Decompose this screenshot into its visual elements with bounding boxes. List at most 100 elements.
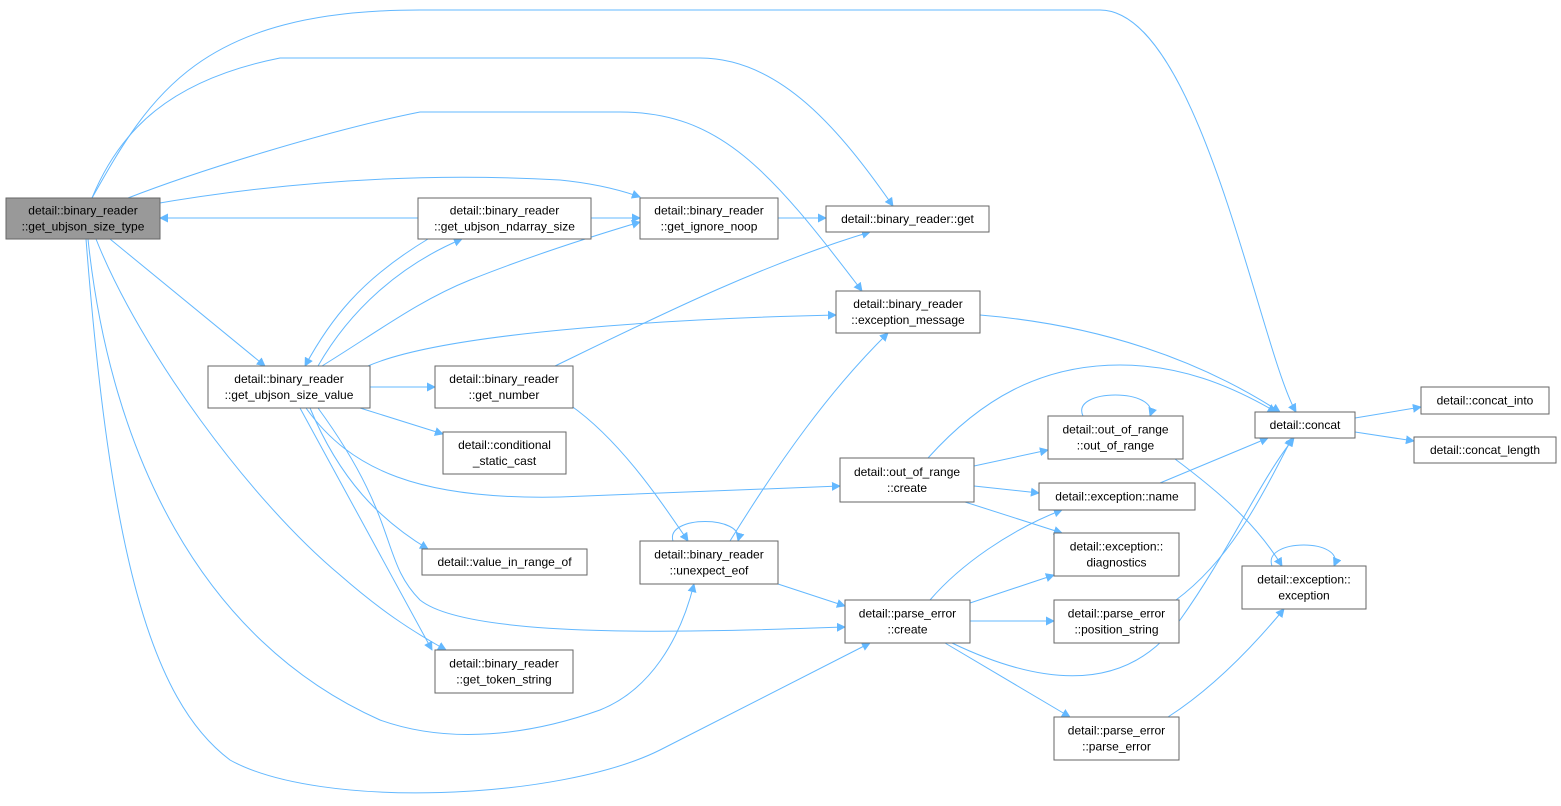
node-box <box>639 540 779 585</box>
node-exception_ctor[interactable]: detail::exception::exception <box>1241 565 1367 610</box>
node-out_of_range_create[interactable]: detail::out_of_range::create <box>839 457 975 503</box>
node-box <box>839 457 975 503</box>
edge-get_ubjson_size_type-to-get_ignore_noop <box>147 176 641 206</box>
node-label-line: ::create <box>887 623 927 637</box>
node-label-line: ::get_ignore_noop <box>661 220 758 234</box>
node-box <box>844 599 971 644</box>
edge-exception_message-to-concat <box>979 314 1281 413</box>
edge-get_ubjson_size_value-to-get_ubjson_ndarray_size <box>317 237 463 367</box>
node-label-line: ::get_token_string <box>456 673 551 687</box>
node-box <box>1047 415 1184 460</box>
edge-get_ubjson_size_value-to-exception_message <box>367 310 837 367</box>
node-label-line: ::exception_message <box>851 313 965 327</box>
node-unexpect_eof[interactable]: detail::binary_reader::unexpect_eof <box>639 540 779 585</box>
node-box <box>5 197 161 240</box>
edge-layer <box>85 9 1422 794</box>
node-concat_length[interactable]: detail::concat_length <box>1413 436 1557 464</box>
edge-position_string-to-concat <box>1175 437 1293 601</box>
edge-out_of_range_create-to-exception_diagnostics <box>964 501 1063 535</box>
node-label-line: detail::out_of_range <box>1062 423 1168 437</box>
node-parse_error_create[interactable]: detail::parse_error::create <box>844 599 971 644</box>
node-box <box>825 205 990 233</box>
node-get_number[interactable]: detail::binary_reader::get_number <box>434 365 574 409</box>
node-label-line: detail::binary_reader <box>28 204 137 218</box>
node-label-line: ::parse_error <box>1082 740 1151 754</box>
edge-unexpect_eof-to-unexpect_eof <box>672 521 745 542</box>
node-label-line: detail::exception:: <box>1070 540 1163 554</box>
edge-concat-to-concat_into <box>1354 403 1422 419</box>
edge-get_ubjson_size_type-to-exception_message <box>127 111 863 292</box>
edge-get_ubjson_size_type-to-get <box>91 57 894 207</box>
node-box <box>1254 411 1356 439</box>
edge-get_number-to-unexpect_eof <box>569 404 689 542</box>
node-box <box>1420 386 1550 415</box>
node-label-line: ::get_number <box>469 388 540 402</box>
edge-unexpect_eof-to-exception_message <box>729 332 889 542</box>
node-label-line: detail::binary_reader::get <box>841 212 974 226</box>
edge-get_ubjson_size_value-to-conditional_static_cast <box>359 407 444 436</box>
node-box <box>434 649 574 694</box>
node-get_ubjson_size_value[interactable]: detail::binary_reader::get_ubjson_size_v… <box>207 365 371 409</box>
edge-out_of_range_create-to-out_of_range_ctor <box>973 447 1049 467</box>
edge-get_ubjson_size_type-to-get_ubjson_size_value <box>109 238 266 367</box>
node-label-line: _static_cast <box>472 454 537 468</box>
edge-get_ubjson_size_value-to-get_token_string <box>299 407 433 651</box>
edge-parse_error_ctor-to-exception_ctor <box>1167 608 1285 718</box>
node-concat[interactable]: detail::concat <box>1254 411 1356 439</box>
node-position_string[interactable]: detail::parse_error::position_string <box>1053 599 1180 644</box>
edge-parse_error_create-to-exception_name <box>929 508 1063 601</box>
edge-parse_error_create-to-concat <box>951 437 1295 677</box>
edge-parse_error_create-to-exception_diagnostics <box>969 573 1055 604</box>
node-parse_error_ctor[interactable]: detail::parse_error::parse_error <box>1053 716 1180 761</box>
node-conditional_static_cast[interactable]: detail::conditional_static_cast <box>442 431 567 475</box>
node-get_ubjson_ndarray_size[interactable]: detail::binary_reader::get_ubjson_ndarra… <box>417 197 592 240</box>
node-box <box>417 197 592 240</box>
node-box <box>421 548 588 576</box>
edge-get_ubjson_size_type-to-concat <box>91 9 1297 413</box>
edge-out_of_range_create-to-exception_name <box>973 485 1040 497</box>
node-label-line: detail::conditional <box>458 438 551 452</box>
edge-get_ubjson_size_value-to-value_in_range_of <box>309 407 429 550</box>
node-out_of_range_ctor[interactable]: detail::out_of_range::out_of_range <box>1047 415 1184 460</box>
edge-get_ubjson_size_value-to-get_ignore_noop <box>321 220 641 367</box>
node-label-line: detail::parse_error <box>1068 607 1165 621</box>
node-get[interactable]: detail::binary_reader::get <box>825 205 990 233</box>
node-label-line: detail::parse_error <box>1068 724 1165 738</box>
node-label-line: ::get_ubjson_ndarray_size <box>434 220 575 234</box>
node-label-line: ::unexpect_eof <box>670 564 749 578</box>
edge-exception_name-to-concat <box>1159 436 1269 484</box>
node-label-line: detail::binary_reader <box>853 297 962 311</box>
node-box <box>1053 599 1180 644</box>
node-box <box>1413 436 1557 464</box>
node-exception_message[interactable]: detail::binary_reader::exception_message <box>835 290 981 334</box>
edge-out_of_range_create-to-concat <box>927 364 1277 459</box>
node-box <box>1053 716 1180 761</box>
node-box <box>442 431 567 475</box>
edge-out_of_range_ctor-to-exception_ctor <box>1174 458 1283 567</box>
node-label-line: ::position_string <box>1074 623 1158 637</box>
node-label-line: detail::binary_reader <box>654 204 763 218</box>
node-label-line: detail::binary_reader <box>449 657 558 671</box>
node-label-line: ::create <box>887 481 927 495</box>
node-value_in_range_of[interactable]: detail::value_in_range_of <box>421 548 588 576</box>
node-label-line: detail::value_in_range_of <box>437 555 572 569</box>
node-get_token_string[interactable]: detail::binary_reader::get_token_string <box>434 649 574 694</box>
edge-get_ubjson_size_type-to-get_token_string <box>95 238 447 651</box>
node-exception_diagnostics[interactable]: detail::exception::diagnostics <box>1053 532 1180 577</box>
node-concat_into[interactable]: detail::concat_into <box>1420 386 1550 415</box>
node-layer: detail::binary_reader::get_ubjson_size_t… <box>5 197 1557 761</box>
edge-get_ubjson_size_type-to-parse_error_create <box>85 238 871 794</box>
node-get_ubjson_size_type[interactable]: detail::binary_reader::get_ubjson_size_t… <box>5 197 161 240</box>
node-box <box>639 197 779 240</box>
node-label-line: exception <box>1278 589 1329 603</box>
edge-unexpect_eof-to-parse_error_create <box>777 583 846 608</box>
node-box <box>1038 482 1196 511</box>
node-label-line: ::out_of_range <box>1077 439 1155 453</box>
node-exception_name[interactable]: detail::exception::name <box>1038 482 1196 511</box>
edge-get_number-to-get <box>554 230 871 367</box>
node-label-line: ::get_ubjson_size_value <box>225 388 354 402</box>
edge-out_of_range_ctor-to-out_of_range_ctor <box>1081 394 1157 417</box>
node-get_ignore_noop[interactable]: detail::binary_reader::get_ignore_noop <box>639 197 779 240</box>
edge-get_ubjson_size_type-to-unexpect_eof <box>87 238 697 735</box>
node-label-line: detail::parse_error <box>859 607 956 621</box>
